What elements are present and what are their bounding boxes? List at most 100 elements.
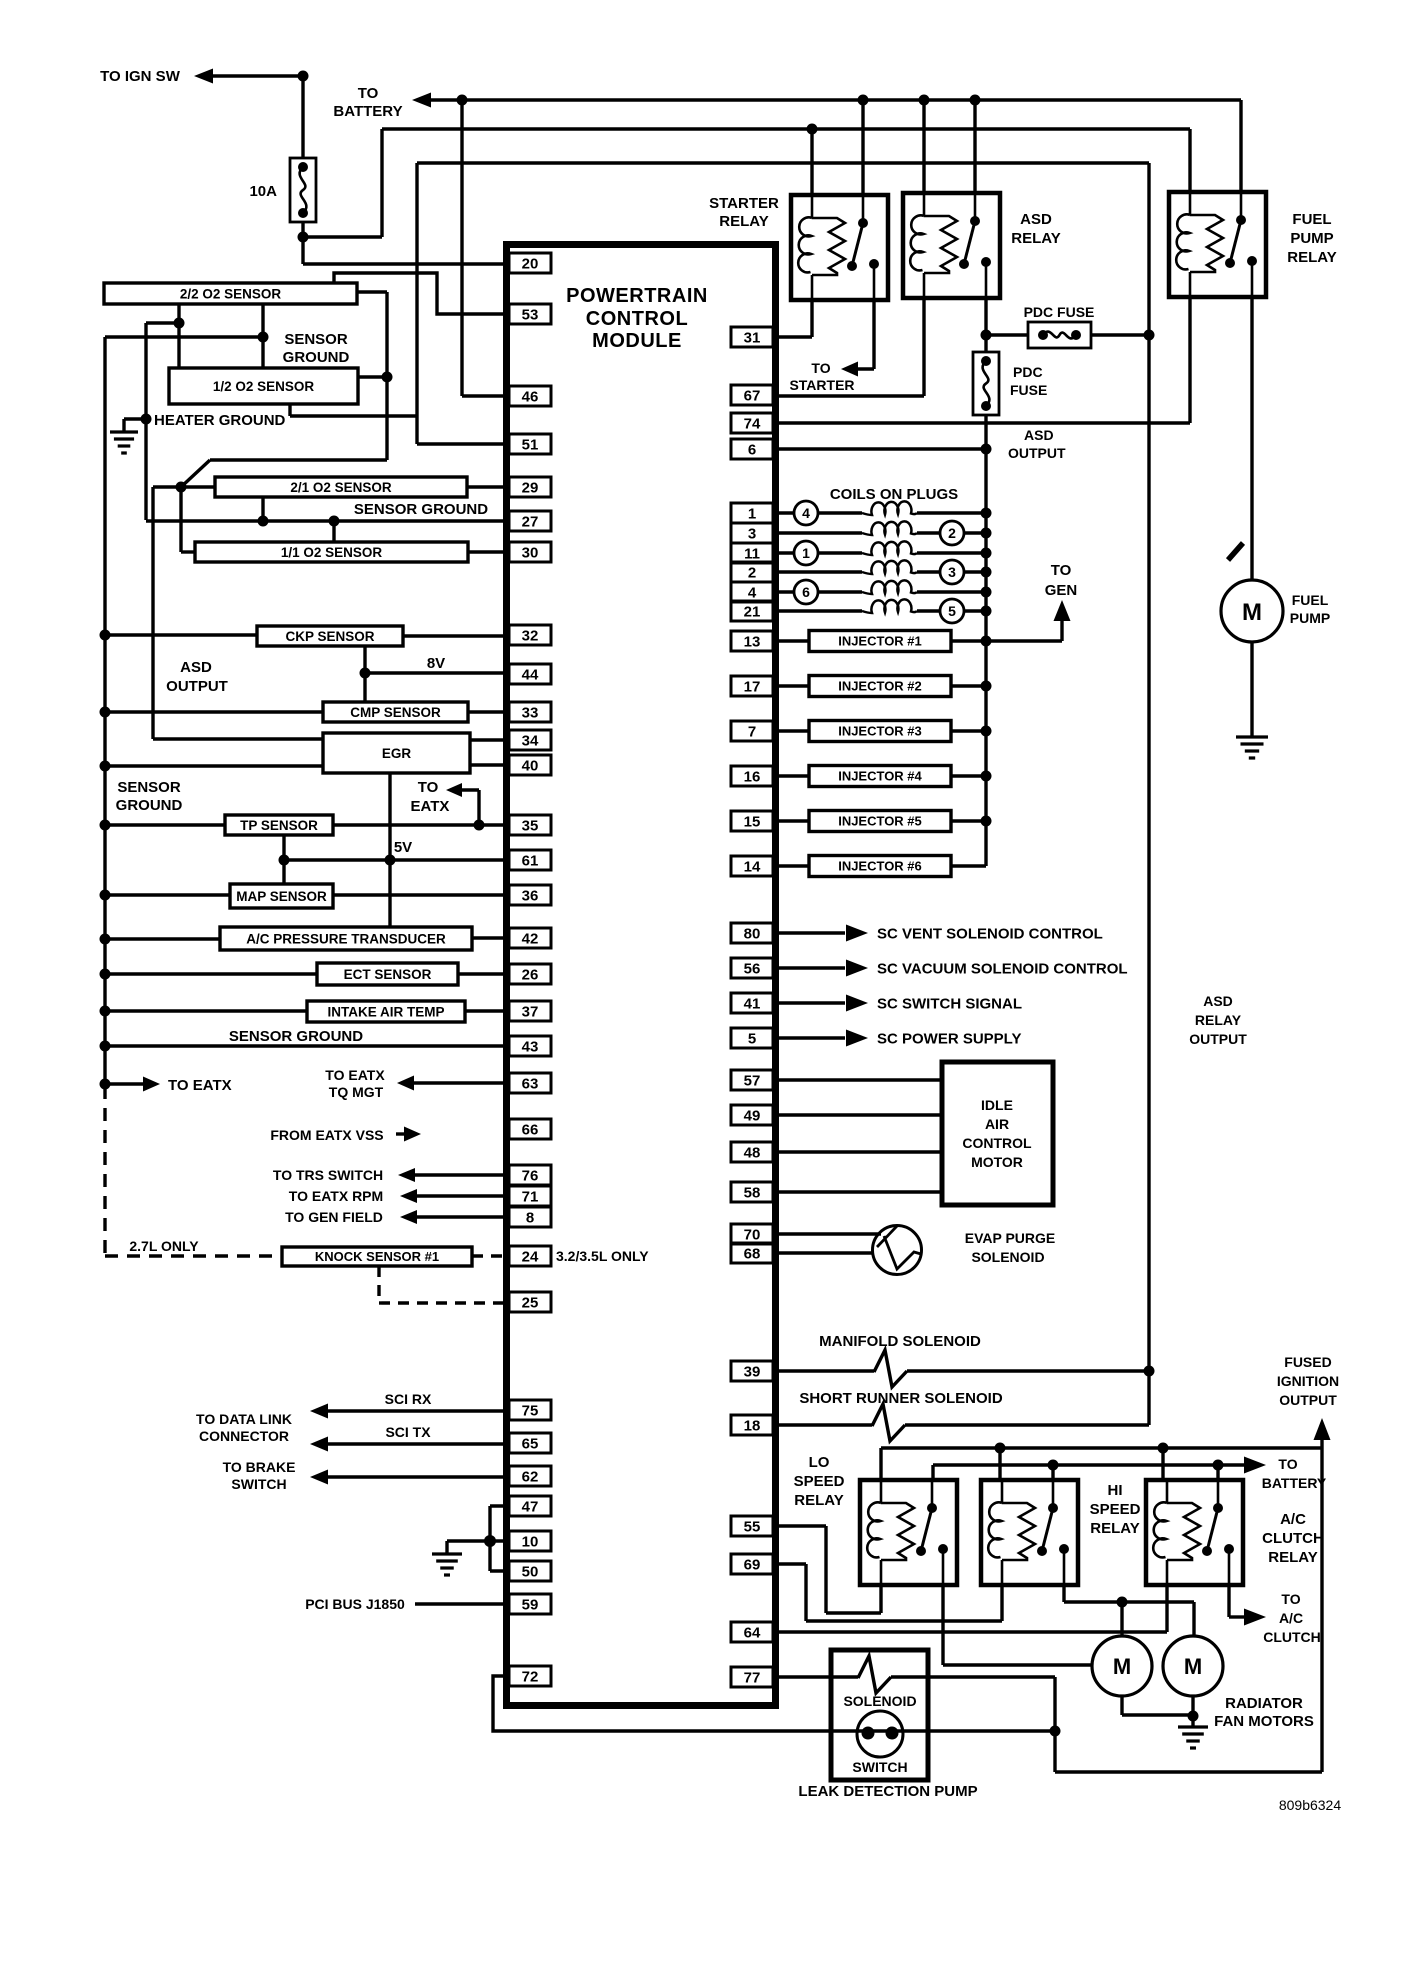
svg-text:EGR: EGR [382,746,412,761]
svg-text:47: 47 [522,1499,539,1516]
svg-text:25: 25 [522,1295,539,1312]
svg-text:FUEL: FUEL [1292,592,1329,608]
svg-text:51: 51 [522,437,539,454]
svg-text:5: 5 [748,1031,756,1048]
svg-text:MAP SENSOR: MAP SENSOR [236,889,327,904]
svg-text:6: 6 [748,442,756,459]
svg-text:CONTROL: CONTROL [586,308,688,330]
svg-text:26: 26 [522,967,539,984]
svg-text:59: 59 [522,1597,539,1614]
svg-text:IDLE: IDLE [981,1097,1013,1113]
svg-text:BATTERY: BATTERY [333,103,402,120]
svg-text:2/1 O2 SENSOR: 2/1 O2 SENSOR [290,480,392,495]
svg-text:72: 72 [522,1669,539,1686]
svg-text:RELAY: RELAY [1195,1012,1242,1028]
svg-text:3: 3 [748,526,756,543]
svg-text:PCI BUS J1850: PCI BUS J1850 [305,1596,405,1612]
svg-text:SWITCH: SWITCH [231,1476,286,1492]
svg-text:M: M [1113,1654,1131,1679]
svg-text:AIR: AIR [985,1116,1009,1132]
svg-text:PUMP: PUMP [1290,230,1333,247]
svg-text:M: M [1242,599,1262,626]
svg-text:2: 2 [948,525,956,541]
svg-text:40: 40 [522,758,539,775]
svg-text:5V: 5V [394,839,412,856]
svg-text:1: 1 [748,506,756,523]
svg-text:43: 43 [522,1039,539,1056]
svg-text:PDC FUSE: PDC FUSE [1024,304,1095,320]
svg-text:TO: TO [811,360,830,376]
svg-text:ECT SENSOR: ECT SENSOR [344,967,432,982]
svg-text:SOLENOID: SOLENOID [843,1693,916,1709]
svg-text:61: 61 [522,853,539,870]
svg-text:48: 48 [744,1145,761,1162]
svg-text:FUSED: FUSED [1284,1354,1331,1370]
svg-text:GROUND: GROUND [283,349,350,366]
svg-text:IGNITION: IGNITION [1277,1373,1339,1389]
svg-text:TO: TO [358,85,379,102]
svg-text:10: 10 [522,1534,539,1551]
svg-text:24: 24 [522,1249,539,1266]
svg-text:76: 76 [522,1168,539,1185]
svg-text:A/C: A/C [1280,1511,1306,1528]
svg-text:18: 18 [744,1418,761,1435]
svg-text:13: 13 [744,634,761,651]
svg-text:ASD: ASD [1024,427,1054,443]
svg-text:TO: TO [1051,562,1072,579]
svg-text:36: 36 [522,888,539,905]
svg-text:COILS ON PLUGS: COILS ON PLUGS [830,486,958,503]
svg-text:57: 57 [744,1073,761,1090]
svg-text:77: 77 [744,1670,761,1687]
svg-text:OUTPUT: OUTPUT [166,678,228,695]
svg-text:41: 41 [744,996,761,1013]
svg-text:27: 27 [522,514,539,531]
svg-text:LEAK DETECTION PUMP: LEAK DETECTION PUMP [798,1783,977,1800]
svg-text:FAN MOTORS: FAN MOTORS [1214,1713,1314,1730]
svg-text:INJECTOR #3: INJECTOR #3 [838,724,922,739]
svg-text:STARTER: STARTER [709,195,779,212]
svg-text:TO TRS SWITCH: TO TRS SWITCH [273,1167,383,1183]
svg-text:69: 69 [744,1557,761,1574]
svg-text:RELAY: RELAY [1287,249,1336,266]
svg-text:53: 53 [522,307,539,324]
svg-text:POWERTRAIN: POWERTRAIN [566,285,708,307]
svg-text:66: 66 [522,1122,539,1139]
svg-text:M: M [1184,1654,1202,1679]
svg-text:21: 21 [744,604,761,621]
svg-text:MODULE: MODULE [592,330,682,352]
svg-text:14: 14 [744,859,761,876]
svg-text:CKP SENSOR: CKP SENSOR [285,629,374,644]
svg-text:2/2 O2 SENSOR: 2/2 O2 SENSOR [180,286,282,301]
svg-text:3.2/3.5L ONLY: 3.2/3.5L ONLY [556,1248,649,1264]
svg-text:56: 56 [744,961,761,978]
svg-text:TO BRAKE: TO BRAKE [223,1459,296,1475]
svg-text:TP SENSOR: TP SENSOR [240,818,318,833]
svg-text:EATX: EATX [411,798,450,815]
svg-text:GROUND: GROUND [116,797,183,814]
svg-text:CMP SENSOR: CMP SENSOR [350,705,441,720]
svg-text:CONNECTOR: CONNECTOR [199,1428,289,1444]
svg-text:3: 3 [948,564,956,580]
svg-text:50: 50 [522,1564,539,1581]
svg-text:CLUTCH: CLUTCH [1263,1629,1321,1645]
svg-text:SENSOR GROUND: SENSOR GROUND [229,1028,363,1045]
svg-text:SPEED: SPEED [794,1473,845,1490]
svg-text:37: 37 [522,1004,539,1021]
svg-text:68: 68 [744,1246,761,1263]
svg-text:44: 44 [522,667,539,684]
svg-text:RELAY: RELAY [1268,1549,1317,1566]
svg-text:TO GEN FIELD: TO GEN FIELD [285,1209,383,1225]
svg-text:TO IGN SW: TO IGN SW [100,68,181,85]
svg-text:MOTOR: MOTOR [971,1154,1023,1170]
svg-text:SENSOR GROUND: SENSOR GROUND [354,501,488,518]
svg-text:42: 42 [522,931,539,948]
svg-text:LO: LO [809,1454,830,1471]
svg-text:INTAKE AIR TEMP: INTAKE AIR TEMP [328,1004,445,1019]
svg-text:TO: TO [1278,1456,1297,1472]
svg-text:SENSOR: SENSOR [284,331,348,348]
svg-text:OUTPUT: OUTPUT [1189,1031,1247,1047]
svg-text:62: 62 [522,1469,539,1486]
svg-text:74: 74 [744,416,761,433]
svg-text:2.7L ONLY: 2.7L ONLY [129,1238,199,1254]
svg-text:ASD: ASD [1203,993,1233,1009]
